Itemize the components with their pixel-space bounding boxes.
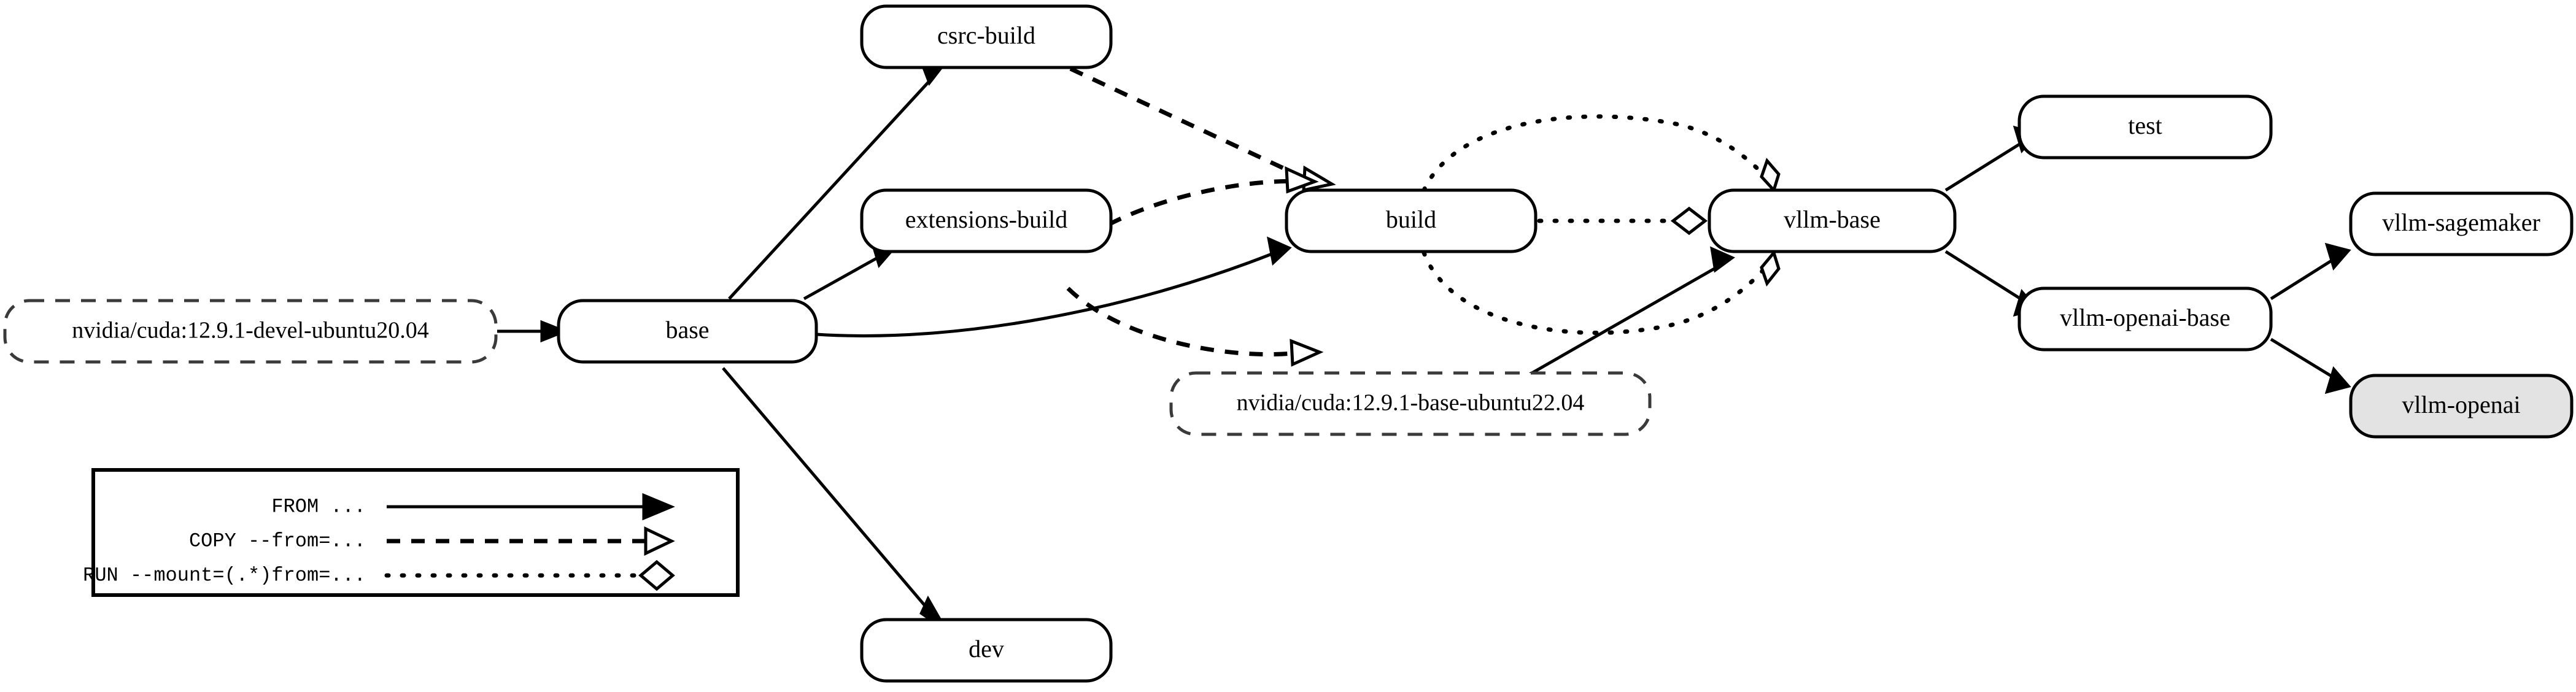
node-label-vllm-sagemaker: vllm-sagemaker <box>2382 209 2540 236</box>
node-label-extensions-build: extensions-build <box>905 206 1067 233</box>
node-label-dev: dev <box>969 635 1004 663</box>
node-build[interactable]: build <box>1285 188 1537 253</box>
node-label-vllm-base: vllm-base <box>1784 206 1881 233</box>
edge-build-to-vllm-base-upper <box>1421 114 1781 193</box>
node-label-vllm-openai: vllm-openai <box>2402 391 2520 418</box>
node-vllm-base[interactable]: vllm-base <box>1708 188 1957 253</box>
node-vllm-sagemaker[interactable]: vllm-sagemaker <box>2349 191 2574 256</box>
edge-build-to-vllm-base-middle <box>1537 206 1708 236</box>
edge-vllm-openai-base-to-vllm-sagemaker <box>2270 242 2351 301</box>
legend-label-run-mount: RUN --mount=(.*)from=... <box>83 564 366 586</box>
node-extensions-build[interactable]: extensions-build <box>860 188 1113 253</box>
node-test[interactable]: test <box>2017 94 2273 160</box>
edge-base-to-dev <box>722 367 949 633</box>
node-base[interactable]: base <box>557 299 818 364</box>
legend-row-from: FROM ... <box>271 493 675 521</box>
node-label-cuda-base: nvidia/cuda:12.9.1-base-ubuntu22.04 <box>1237 390 1585 416</box>
node-csrc-build[interactable]: csrc-build <box>860 4 1113 69</box>
node-dev[interactable]: dev <box>860 618 1113 683</box>
edge-extensions-build-to-build-lower <box>1066 286 1324 367</box>
node-cuda-devel[interactable]: nvidia/cuda:12.9.1-devel-ubuntu20.04 <box>3 299 498 364</box>
node-label-csrc-build: csrc-build <box>937 21 1035 49</box>
node-vllm-openai[interactable]: vllm-openai <box>2349 374 2574 439</box>
legend-label-from: FROM ... <box>271 495 366 518</box>
node-cuda-base[interactable]: nvidia/cuda:12.9.1-base-ubuntu22.04 <box>1169 371 1652 436</box>
edge-cuda-devel-to-base <box>497 320 569 343</box>
edge-build-to-vllm-base-lower <box>1421 249 1781 335</box>
legend-arrowhead-open-triangle <box>644 526 675 556</box>
node-label-build: build <box>1386 206 1436 233</box>
legend-arrowhead-open-diamond <box>638 559 675 591</box>
edge-vllm-openai-base-to-vllm-openai <box>2270 337 2351 394</box>
legend: FROM ... COPY --from=... RUN --mount=(.*… <box>83 468 740 597</box>
legend-row-copy: COPY --from=... <box>189 526 675 556</box>
node-label-test: test <box>2128 112 2162 139</box>
node-label-vllm-openai-base: vllm-openai-base <box>2060 304 2230 331</box>
edge-base-to-build <box>816 236 1292 337</box>
node-label-cuda-devel: nvidia/cuda:12.9.1-devel-ubuntu20.04 <box>72 318 429 344</box>
node-vllm-openai-base[interactable]: vllm-openai-base <box>2017 286 2273 352</box>
edge-cuda-base-to-vllm-base <box>1496 246 1735 394</box>
node-label-base: base <box>665 316 709 344</box>
legend-row-run-mount: RUN --mount=(.*)from=... <box>83 559 675 591</box>
legend-label-copy: COPY --from=... <box>189 529 366 552</box>
legend-arrowhead-filled-triangle <box>642 493 675 521</box>
edge-base-to-csrc-build <box>728 60 946 300</box>
